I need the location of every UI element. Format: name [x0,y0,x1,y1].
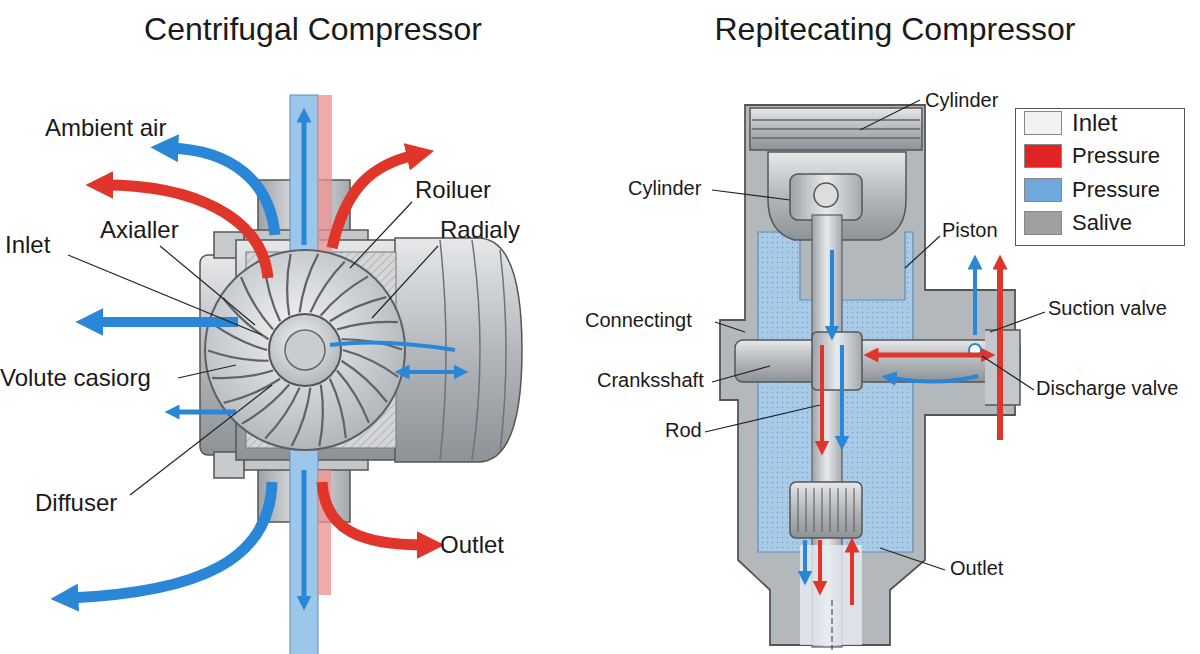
legend-row: Salive [1024,208,1132,238]
impeller-hub [269,314,341,386]
legend-swatch [1024,144,1062,168]
legend-swatch [1024,211,1062,235]
part-label: Cranksshaft [597,369,704,391]
reciprocating-compressor [705,100,1045,650]
leader-line [880,548,945,570]
pressure-flow-arrow [322,482,425,545]
part-label: Cylinder [925,89,998,111]
legend-text: Pressure [1072,177,1160,203]
air-flow-arrow [892,376,978,382]
wrist-pin-bore [814,183,838,207]
part-label: Cylinder [628,177,701,199]
leader-line [860,100,920,130]
leader-line [68,255,262,335]
pressure-flow-arrow [820,345,824,445]
leader-line [712,190,790,200]
pressure-stripe [318,95,332,275]
impeller-blade [319,385,323,446]
pressure-flow-arrow [874,353,985,358]
part-label: Volute casiorg [0,365,151,391]
air-flow-arrow [840,345,844,440]
pressure-flow-arrow [818,540,822,585]
air-flow-arrow [175,410,236,415]
pressure-flow-arrow [850,548,854,605]
part-label: Piston [942,219,998,241]
leader-line [715,322,745,332]
part-label: Ambient air [45,115,166,141]
air-flow-arrow [803,540,807,575]
part-label: Connectingt [585,309,692,331]
legend-text: Inlet [1072,109,1117,137]
part-label: Rod [665,419,702,441]
piston-rings [752,120,920,138]
wrist-pin [790,174,862,220]
part-label: Discharge valve [1036,377,1178,399]
impeller-blade [208,351,269,361]
leader-line [350,202,412,268]
cylinder-head [750,108,922,150]
air-flow-arrow [830,250,834,330]
leader-line [705,405,820,432]
crankshaft [735,340,1020,382]
impeller-blade [310,262,344,313]
leader-line [990,312,1045,332]
part-label: Outlet [440,532,504,558]
center-line [832,600,833,650]
legend-row: Inlet [1024,108,1117,138]
part-label: Axialler [100,217,179,243]
air-flow-arrow [973,265,977,335]
diagram-heading: Centrifugal Compressor [144,12,482,47]
impeller-blade [330,297,386,321]
impeller-blade [337,322,398,330]
impeller-blade [265,388,299,439]
pressure-flow-arrow [332,155,415,248]
impeller-blade [212,371,273,379]
leader-line [712,366,770,382]
air-flow-arrow [405,370,458,374]
hub-cap [285,330,325,370]
impeller-blade [330,379,346,438]
impeller-blade [343,350,398,377]
leader-line [372,246,438,318]
legend-row: Pressure [1024,175,1160,205]
leader-line [905,236,940,268]
crank-web [812,332,862,390]
legend-swatch [1024,111,1062,135]
impeller [205,250,405,450]
impeller-blade [341,361,386,402]
bearing-rollers [798,488,854,532]
part-label: Radialy [440,217,520,243]
legend-text: Pressure [1072,143,1160,169]
legend-box: InletPressurePressureSalive [1015,108,1185,246]
leader-line [982,356,1034,390]
air-flow-arrow [302,118,307,245]
leader-lines [68,202,438,495]
air-flow-arrow [95,317,238,327]
part-label: Diffuser [35,490,117,516]
part-label: Roiluer [415,177,491,203]
legend-swatch [1024,178,1062,202]
legend-row: Pressure [1024,141,1160,171]
leader-line [178,365,236,378]
part-label: Suction valve [1048,297,1167,319]
impeller-blade [321,276,368,315]
impeller-blade [212,323,267,350]
pressure-flow-arrow [997,265,1003,440]
impeller-blade [287,254,291,315]
outlet-pipe [800,545,862,645]
air-flow-arrow [302,470,307,600]
legend-text: Salive [1072,210,1132,236]
part-label: Inlet [5,232,50,258]
impeller-blade [224,379,280,403]
leader-line [130,385,272,495]
part-label: Outlet [950,557,1003,579]
bottom-bearing [790,482,862,538]
air-flow-line [330,342,455,350]
leader-lines [705,100,1045,570]
diagram-heading: Repitecating Compressor [714,12,1075,47]
leader-line [160,246,255,325]
impeller-blades [208,254,402,446]
